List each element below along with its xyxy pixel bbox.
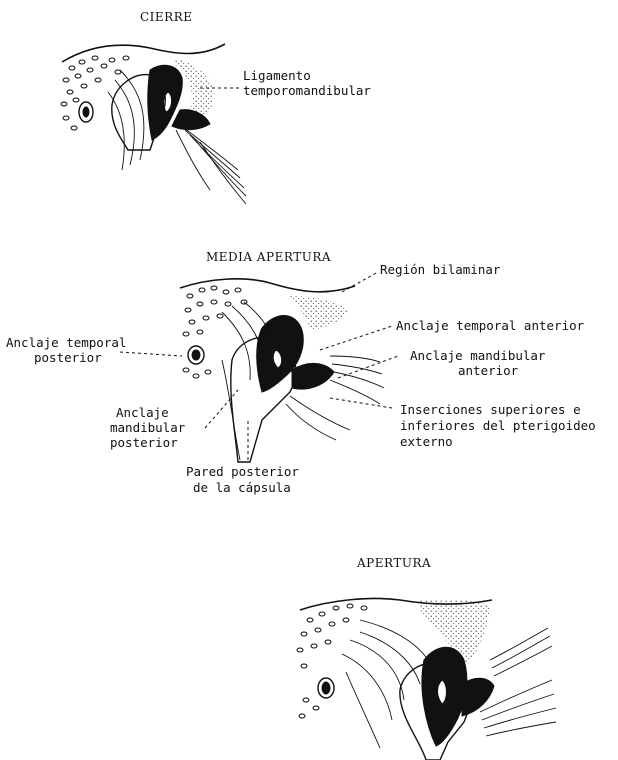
leader-temporal-posterior	[120, 352, 182, 356]
bone-cells	[61, 56, 129, 130]
label-anclaje-mandibular-posterior-2: mandibular	[110, 420, 185, 435]
leader-bilaminar	[342, 272, 378, 292]
label-pared-posterior-2: de la cápsula	[193, 480, 291, 495]
title-cierre: CIERRE	[140, 10, 193, 24]
label-anclaje-mandibular-anterior-2: anterior	[458, 363, 518, 378]
label-anclaje-temporal-posterior-2: posterior	[34, 350, 102, 365]
temporal-bone-outline-media	[180, 279, 355, 292]
label-inserciones-2: inferiores del pterigoideo	[400, 418, 596, 433]
label-ligamento-2: temporomandibular	[243, 83, 371, 98]
articular-disc-apertura	[422, 647, 467, 746]
label-anclaje-mandibular-anterior-1: Anclaje mandibular	[410, 348, 545, 363]
label-ligamento-1: Ligamento	[243, 68, 311, 83]
leader-temporal-anterior	[320, 326, 392, 350]
label-anclaje-mandibular-posterior-3: posterior	[110, 435, 178, 450]
label-anclaje-mandibular-posterior-1: Anclaje	[116, 405, 169, 420]
leader-inserciones	[330, 398, 392, 408]
label-region-bilaminar: Región bilaminar	[380, 262, 500, 277]
bone-cells-media	[183, 286, 247, 378]
title-apertura: APERTURA	[357, 556, 431, 570]
bone-cells-apertura	[297, 604, 367, 718]
temporal-bone-outline	[62, 44, 225, 62]
label-inserciones-3: externo	[400, 434, 453, 449]
title-media-apertura: MEDIA APERTURA	[206, 250, 331, 264]
label-anclaje-temporal-posterior-1: Anclaje temporal	[6, 335, 126, 350]
label-inserciones-1: Inserciones superiores e	[400, 402, 581, 417]
label-pared-posterior-1: Pared posterior	[186, 464, 299, 479]
label-anclaje-temporal-anterior: Anclaje temporal anterior	[396, 318, 584, 333]
panel-apertura-drawing	[297, 598, 556, 760]
panel-cierre-drawing	[61, 44, 246, 204]
